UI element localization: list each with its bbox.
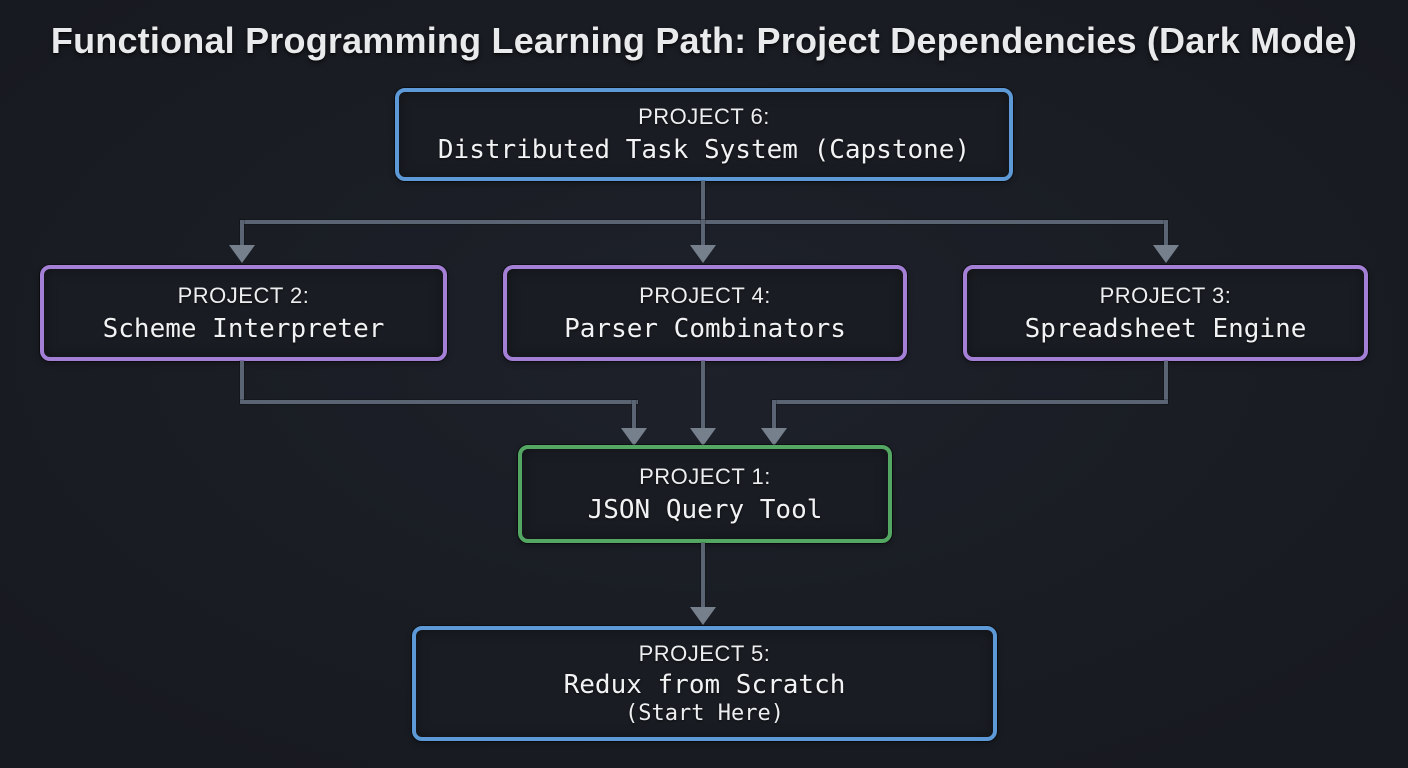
node-project-1: PROJECT 1: JSON Query Tool [518, 445, 892, 543]
node-project-2-label: PROJECT 2: [177, 282, 310, 308]
edge-p1-stem-line [701, 543, 705, 609]
node-project-6-label: PROJECT 6: [638, 104, 770, 129]
node-project-3: PROJECT 3: Spreadsheet Engine [963, 265, 1368, 361]
arrow-down-icon [1153, 245, 1179, 263]
edge-p2-drop-line [632, 400, 636, 430]
arrow-down-icon [690, 428, 716, 446]
edge-p2-stem-line [240, 361, 244, 404]
arrow-down-icon [690, 245, 716, 263]
edge-p4-stem-line [701, 361, 705, 430]
node-project-4-label: PROJECT 4: [639, 282, 771, 308]
node-project-5: PROJECT 5: Redux from Scratch (Start Her… [412, 626, 997, 741]
node-project-1-title: JSON Query Tool [587, 494, 823, 525]
edge-p6-stem-line [701, 181, 705, 223]
node-project-4-title: Parser Combinators [564, 313, 846, 344]
edge-p6-to-p2-line [240, 220, 244, 247]
edge-p2-h-line [240, 400, 638, 404]
edge-p6-to-p3-line [1164, 220, 1168, 247]
node-project-5-note: (Start Here) [625, 701, 784, 726]
arrow-down-icon [621, 428, 647, 446]
node-project-3-label: PROJECT 3: [1099, 282, 1232, 308]
node-project-5-title: Redux from Scratch [563, 670, 846, 700]
node-project-3-title: Spreadsheet Engine [1024, 313, 1307, 344]
arrow-down-icon [761, 428, 787, 446]
diagram-title: Functional Programming Learning Path: Pr… [50, 20, 1358, 61]
node-project-6: PROJECT 6: Distributed Task System (Caps… [395, 88, 1013, 181]
edge-p3-stem-line [1164, 361, 1168, 404]
arrow-down-icon [229, 245, 255, 263]
node-project-2-title: Scheme Interpreter [102, 313, 385, 344]
node-project-2: PROJECT 2: Scheme Interpreter [40, 265, 447, 361]
node-project-1-label: PROJECT 1: [639, 463, 771, 489]
node-project-5-label: PROJECT 5: [638, 641, 771, 666]
node-project-4: PROJECT 4: Parser Combinators [503, 265, 907, 361]
edge-p6-to-p4-line [701, 220, 705, 247]
edge-p3-h-line [772, 400, 1168, 404]
node-project-6-title: Distributed Task System (Capstone) [437, 135, 971, 165]
edge-p3-drop-line [772, 400, 776, 430]
arrow-down-icon [690, 607, 716, 625]
